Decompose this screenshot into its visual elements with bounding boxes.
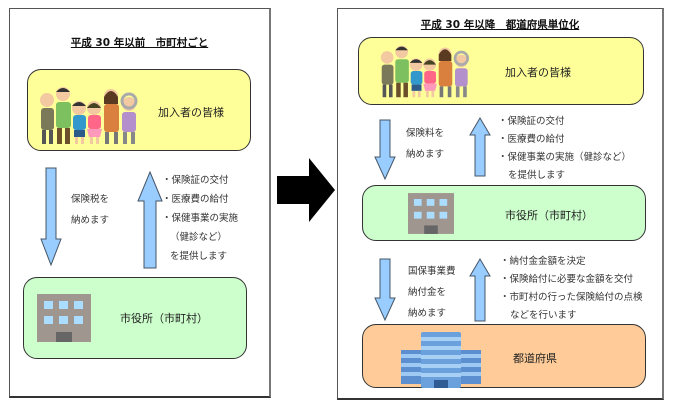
family-icon <box>38 84 143 146</box>
right-down-text-1: 保険料を納めます <box>406 128 445 160</box>
left-city-box: 市役所（市町村） <box>23 277 247 359</box>
left-panel-title: 平成 30 年以前 市町村ごと <box>70 37 209 49</box>
service-up-arrow <box>469 117 491 177</box>
left-members-box: 加入者の皆様 <box>27 69 251 151</box>
city-hall-icon <box>37 294 91 342</box>
right-panel-title: 平成 30 年以降 都道府県単位化 <box>420 19 580 31</box>
contribution-down-arrow <box>374 258 396 322</box>
funding-up-arrow <box>469 258 491 322</box>
prefecture-office-icon <box>401 332 481 388</box>
left-panel-before-h30: 平成 30 年以前 市町村ごと 加入者の皆様 保険税を納めます <box>9 8 271 398</box>
right-up-text-1: ・保険証の交付 ・医療費の給付 ・保健事業の実施（健診など） を提供します <box>498 116 632 181</box>
payment-down-arrow <box>40 167 62 267</box>
prefecture-box: 都道府県 <box>362 324 646 388</box>
members-label: 加入者の皆様 <box>505 66 571 79</box>
members-label: 加入者の皆様 <box>158 106 224 119</box>
premium-down-arrow <box>374 119 396 181</box>
transition-right-arrow-icon <box>275 156 335 224</box>
right-panel-after-h30: 平成 30 年以降 都道府県単位化 加入者の皆様 保険料を納めます ・保険証の交… <box>337 8 664 400</box>
city-hall-label: 市役所（市町村） <box>505 209 593 222</box>
left-down-text: 保険税を納めます <box>71 194 110 226</box>
city-hall-label: 市役所（市町村） <box>120 312 208 325</box>
right-up-text-2: ・納付金金額を決定 ・保険給付に必要な金額を交付 ・市町村の行った保険給付の点検… <box>500 256 643 321</box>
right-down-text-2: 国保事業費納付金を納めます <box>408 266 456 319</box>
city-hall-icon <box>408 191 454 236</box>
left-up-text: ・保険証の交付 ・医療費の給付 ・保健事業の実施 （健診など） を提供します <box>162 175 239 262</box>
right-city-box: 市役所（市町村） <box>362 185 646 241</box>
family-icon <box>379 42 474 100</box>
prefecture-label: 都道府県 <box>513 352 557 365</box>
right-members-box: 加入者の皆様 <box>358 37 644 105</box>
service-up-arrow <box>137 171 163 269</box>
